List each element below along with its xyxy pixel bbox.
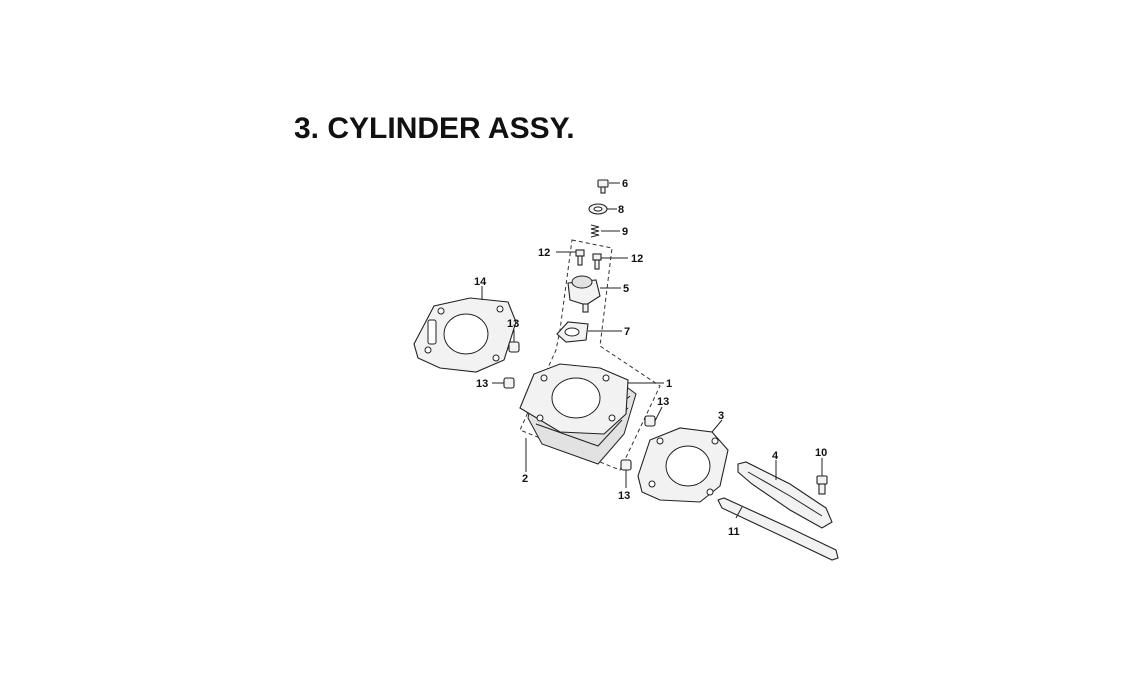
callout-12-left: 12 (538, 247, 550, 259)
page-title: 3. CYLINDER ASSY. (294, 112, 575, 145)
part-9-spring (590, 224, 620, 238)
part-13-dowel-1 (508, 330, 520, 353)
callout-3: 3 (718, 410, 724, 422)
part-14-head-gasket (413, 286, 517, 373)
part-4-chain-guide (737, 460, 833, 529)
part-6-bolt (597, 179, 620, 194)
part-8-washer (588, 203, 617, 215)
part-5-tensioner (567, 275, 621, 313)
callout-14: 14 (474, 276, 487, 288)
callout-9: 9 (622, 226, 628, 238)
part-7-gasket (556, 321, 622, 343)
part-13-dowel-2 (492, 377, 515, 389)
part-1-cylinder (519, 363, 664, 465)
callout-5: 5 (623, 283, 629, 295)
callout-8: 8 (618, 204, 624, 216)
callout-2: 2 (522, 473, 528, 485)
callout-11: 11 (728, 526, 740, 538)
callout-13-bottom: 13 (618, 490, 630, 502)
part-13-dowel-3 (644, 406, 663, 427)
callout-12-right: 12 (631, 253, 643, 265)
group-outline (519, 239, 661, 471)
part-12-bolt-right (592, 253, 628, 270)
part-10-bolt (816, 458, 828, 495)
part-12-bolt-left (556, 249, 585, 266)
callout-1: 1 (666, 378, 672, 390)
callout-4: 4 (772, 450, 779, 462)
callout-13-top: 13 (507, 318, 519, 330)
callout-7: 7 (624, 326, 630, 338)
callout-6: 6 (622, 178, 628, 190)
callout-13-left: 13 (476, 378, 488, 390)
callout-13-right: 13 (657, 396, 669, 408)
callout-10: 10 (815, 447, 827, 459)
part-13-dowel-4 (620, 459, 632, 488)
part-11-guide-rail (717, 497, 839, 561)
part-3-base-gasket (637, 419, 729, 503)
